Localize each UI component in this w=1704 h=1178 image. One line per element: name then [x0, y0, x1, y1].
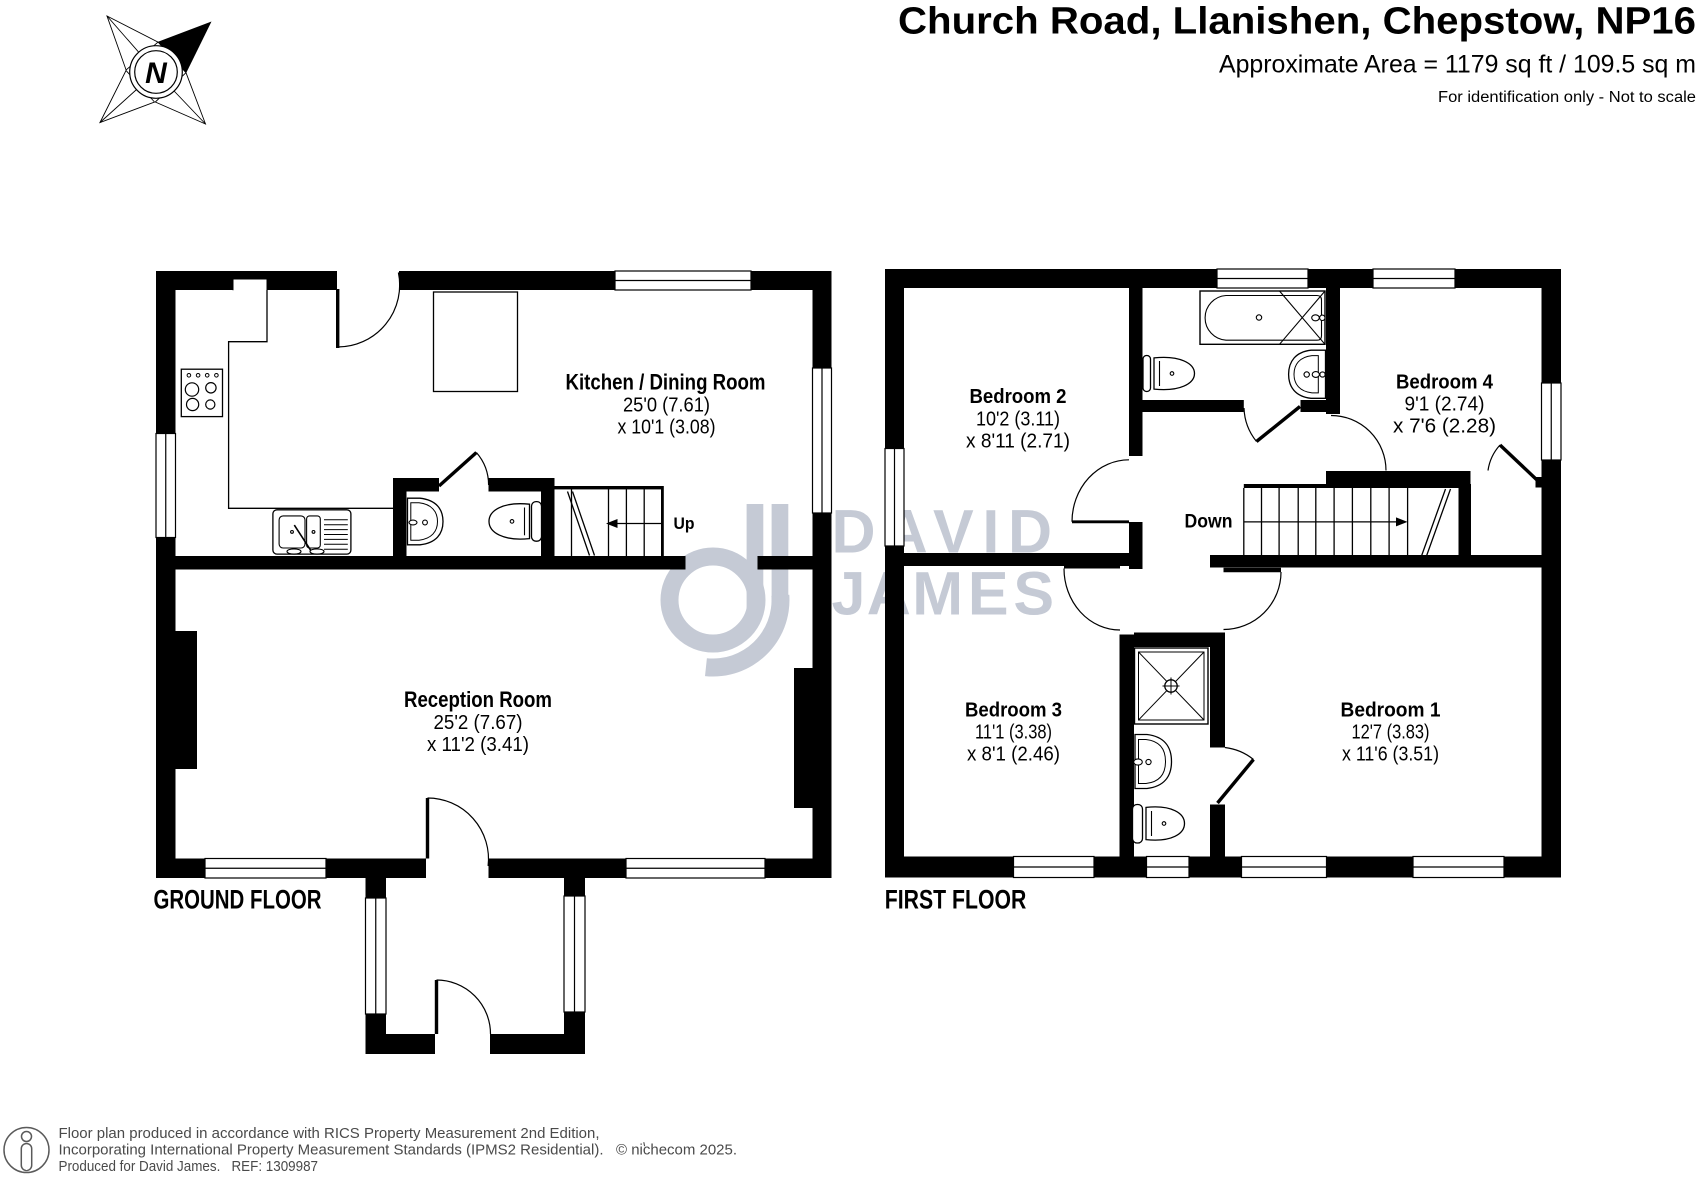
svg-text:Incorporating International Pr: Incorporating International Property Mea… — [59, 1142, 604, 1159]
svg-text:12'7 (3.83): 12'7 (3.83) — [1352, 722, 1430, 744]
svg-text:Kitchen / Dining Room: Kitchen / Dining Room — [566, 370, 766, 395]
svg-text:9'1 (2.74): 9'1 (2.74) — [1405, 394, 1485, 416]
svg-text:Down: Down — [1185, 512, 1233, 533]
svg-text:J: J — [832, 560, 866, 628]
svg-text:Bedroom 4: Bedroom 4 — [1396, 372, 1494, 394]
svg-text:x 8'1 (2.46): x 8'1 (2.46) — [967, 744, 1060, 766]
svg-text:x 10'1 (3.08): x 10'1 (3.08) — [618, 417, 716, 439]
svg-text:11'1 (3.38): 11'1 (3.38) — [975, 722, 1052, 744]
svg-text:I: I — [982, 498, 999, 566]
svg-text:x 7'6 (2.28): x 7'6 (2.28) — [1393, 416, 1496, 438]
svg-text:Bedroom 1: Bedroom 1 — [1341, 700, 1441, 722]
svg-text:25'2 (7.67): 25'2 (7.67) — [434, 712, 523, 734]
svg-text:Floor plan produced in accorda: Floor plan produced in accordance with R… — [59, 1125, 600, 1142]
svg-text:M: M — [912, 560, 963, 628]
svg-text:Church Road, Llanishen, Chepst: Church Road, Llanishen, Chepstow, NP16 — [898, 1, 1696, 43]
svg-text:S: S — [1013, 560, 1054, 628]
svg-text:Bedroom 3: Bedroom 3 — [965, 700, 1062, 722]
svg-text:x 11'6 (3.51): x 11'6 (3.51) — [1342, 744, 1439, 766]
svg-text:Bedroom 2: Bedroom 2 — [970, 386, 1067, 408]
svg-text:Up: Up — [674, 515, 695, 533]
svg-text:N: N — [145, 57, 168, 90]
svg-text:10'2 (3.11): 10'2 (3.11) — [976, 409, 1060, 431]
svg-text:Produced for David James. RE: Produced for David James. REF: 1309987 — [59, 1158, 319, 1175]
svg-text:© nichecom 2025.: © nichecom 2025. — [616, 1142, 737, 1159]
svg-text:x 11'2 (3.41): x 11'2 (3.41) — [427, 734, 529, 756]
svg-text:Reception Room: Reception Room — [404, 687, 552, 712]
svg-text:x 8'11 (2.71): x 8'11 (2.71) — [966, 431, 1070, 453]
svg-text:FIRST FLOOR: FIRST FLOOR — [885, 885, 1027, 915]
svg-text:E: E — [968, 560, 1009, 628]
svg-text:25'0 (7.61): 25'0 (7.61) — [623, 395, 710, 417]
svg-text:GROUND FLOOR: GROUND FLOOR — [154, 885, 322, 915]
svg-text:Approximate Area = 1179 sq ft: Approximate Area = 1179 sq ft / 109.5 sq… — [1219, 51, 1696, 79]
svg-text:For identification only - Not: For identification only - Not to scale — [1438, 89, 1696, 106]
svg-text:D: D — [832, 498, 876, 566]
